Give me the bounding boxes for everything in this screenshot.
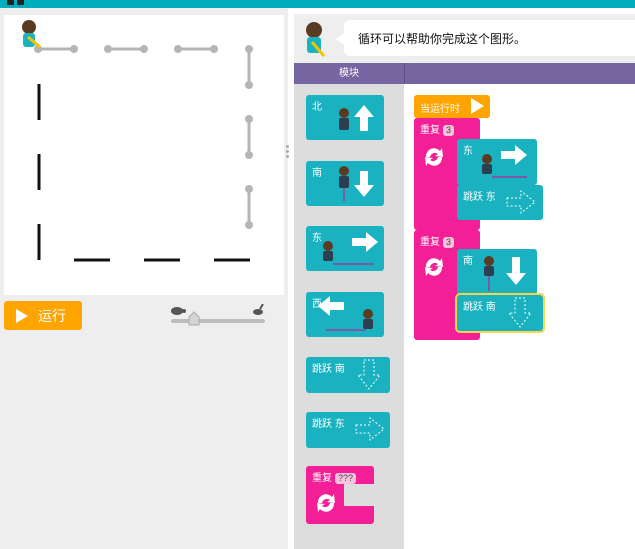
loop-icon xyxy=(317,494,335,512)
move-east-block[interactable]: 东 xyxy=(457,139,537,185)
artist-avatar-icon xyxy=(306,22,326,57)
dotted-arrow-down-icon xyxy=(356,359,382,390)
drawing-canvas xyxy=(22,20,253,262)
toolbox-block-west[interactable]: 西 xyxy=(306,292,384,337)
dotted-arrow-right-icon xyxy=(355,416,385,442)
jump-south-block[interactable]: 跳跃 南 xyxy=(455,293,545,333)
arrow-left-icon xyxy=(318,296,373,331)
blocks-header-label: 模块 xyxy=(339,68,359,79)
rabbit-icon xyxy=(253,303,264,315)
toolbox-block-north[interactable]: 北 xyxy=(306,95,384,140)
menu-button-left[interactable] xyxy=(7,0,14,5)
instruction-text: 循环可以帮助你完成这个图形。 xyxy=(358,31,527,46)
drawing-stage xyxy=(4,15,284,295)
slider-thumb xyxy=(188,311,200,326)
move-south-block[interactable]: 南 xyxy=(457,249,537,295)
repeat-count-dropdown[interactable]: 3 xyxy=(443,237,455,248)
dotted-arrow-down-icon xyxy=(507,297,533,328)
jump-east-block[interactable]: 跳跃 东 xyxy=(457,185,543,220)
toolbox-block-south[interactable]: 南 xyxy=(306,161,384,206)
loop-icon xyxy=(425,258,443,276)
toolbox-block-jump-east[interactable]: 跳跃 东 xyxy=(306,412,390,448)
arrow-right-icon xyxy=(482,145,527,178)
toolbox-block-jump-south[interactable]: 跳跃 南 xyxy=(306,357,390,393)
run-button[interactable]: 运行 xyxy=(4,301,82,330)
instruction-bubble: 循环可以帮助你完成这个图形。 xyxy=(336,20,635,56)
resize-handle[interactable] xyxy=(286,145,290,161)
arrow-right-icon xyxy=(323,232,378,265)
turtle-icon xyxy=(171,307,186,315)
loop-icon xyxy=(425,148,443,166)
repeat-count-dropdown[interactable]: ??? xyxy=(335,473,357,484)
play-icon xyxy=(471,98,484,114)
arrow-down-icon xyxy=(484,256,526,291)
play-icon xyxy=(16,308,28,323)
arrow-down-icon xyxy=(339,166,374,201)
arrow-up-icon xyxy=(339,105,374,131)
run-button-label: 运行 xyxy=(38,307,66,324)
blocks-header: 模块 xyxy=(294,63,635,84)
menu-button-right[interactable] xyxy=(17,0,24,5)
instructions-panel: 循环可以帮助你完成这个图形。 xyxy=(294,14,635,63)
when-run-block[interactable]: 当运行时 xyxy=(414,95,490,118)
dotted-arrow-right-icon xyxy=(506,189,536,215)
repeat-count-dropdown[interactable]: 3 xyxy=(443,125,455,136)
toolbox-block-east[interactable]: 东 xyxy=(306,226,384,271)
artist-icon xyxy=(22,20,41,49)
speed-slider[interactable] xyxy=(168,303,268,328)
top-bar xyxy=(0,0,635,8)
toolbox-block-repeat[interactable]: 重复??? xyxy=(306,466,374,524)
